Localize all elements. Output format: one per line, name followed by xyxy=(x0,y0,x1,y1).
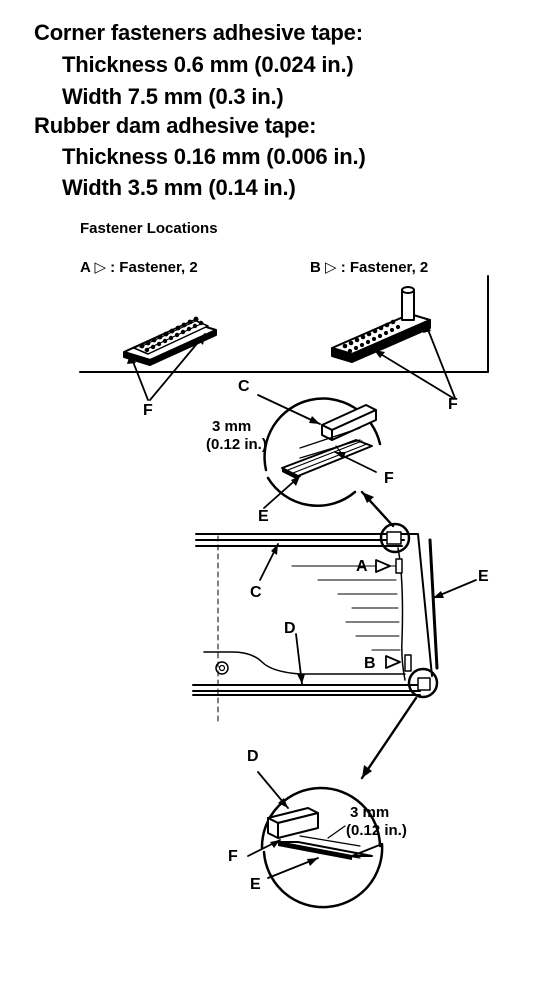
legend-fastener-a: A ▷ : Fastener, 2 xyxy=(80,259,198,276)
lower-detail-circle xyxy=(260,786,384,909)
upper-dimension-in: (0.12 in.) xyxy=(206,436,267,453)
rubber-tape-thickness: Thickness 0.16 mm (0.006 in.) xyxy=(62,144,366,169)
label-a-panel: A xyxy=(356,558,368,575)
label-c-upper: C xyxy=(238,378,250,395)
corner-tape-title: Corner fasteners adhesive tape: xyxy=(34,20,363,45)
corner-detail-bottom xyxy=(407,667,439,699)
fastener-locations-title: Fastener Locations xyxy=(80,220,218,237)
upper-dimension-mm: 3 mm xyxy=(212,418,252,435)
rubber-tape-width: Width 3.5 mm (0.14 in.) xyxy=(62,175,296,200)
leader-f-right xyxy=(373,321,456,399)
label-e-lower-detail: E xyxy=(250,876,261,893)
legend-fastener-b: B ▷ : Fastener, 2 xyxy=(310,259,429,276)
label-e-upper-detail: E xyxy=(258,508,269,525)
label-f-top-right: F xyxy=(448,396,458,413)
corner-tape-thickness: Thickness 0.6 mm (0.024 in.) xyxy=(62,52,354,77)
label-d-panel: D xyxy=(284,620,296,637)
label-b-panel: B xyxy=(364,655,376,672)
lower-dimension-mm: 3 mm xyxy=(350,804,390,821)
label-f-upper-detail: F xyxy=(384,470,394,487)
label-f-lower-detail: F xyxy=(228,848,238,865)
label-c-panel: C xyxy=(250,584,262,601)
fastener-b-marker xyxy=(385,655,401,669)
corner-detail-top xyxy=(379,522,411,554)
fastener-b-illustration xyxy=(331,286,431,363)
upper-detail-circle xyxy=(263,397,382,507)
label-d-lower-detail: D xyxy=(247,748,259,765)
rubber-tape-title: Rubber dam adhesive tape: xyxy=(34,113,317,138)
panel-outline xyxy=(192,533,439,696)
label-e-panel: E xyxy=(478,568,489,585)
lower-dimension-in: (0.12 in.) xyxy=(346,822,407,839)
fastener-a-marker xyxy=(375,559,391,573)
corner-tape-width: Width 7.5 mm (0.3 in.) xyxy=(62,84,284,109)
label-f-top-left: F xyxy=(143,402,153,419)
glass-hatching xyxy=(291,565,401,651)
